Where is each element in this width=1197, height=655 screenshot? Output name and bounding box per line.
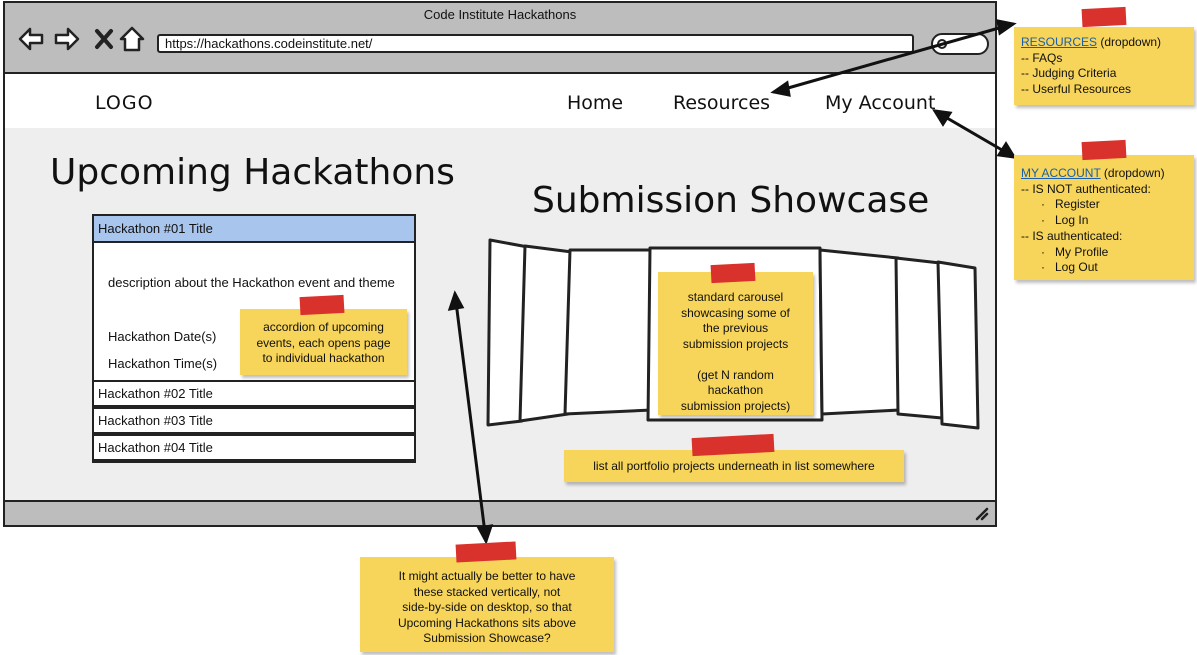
nav-my-account[interactable]: My Account xyxy=(825,92,936,114)
accordion-item-open[interactable]: Hackathon #01 Title xyxy=(94,216,414,243)
note-line: -- IS authenticated: xyxy=(1021,228,1123,243)
note-line: list all portfolio projects underneath i… xyxy=(593,459,875,473)
home-icon[interactable] xyxy=(118,25,146,53)
note-bullet: · My Profile xyxy=(1041,244,1109,259)
note-bullet: · Register xyxy=(1041,197,1100,212)
bullet-text: Log In xyxy=(1055,213,1089,228)
note-line: -- IS NOT authenticated: xyxy=(1021,181,1151,196)
note-line: these stacked vertically, not xyxy=(413,584,561,599)
note-tape xyxy=(299,294,345,316)
note-line: -- FAQs xyxy=(1021,50,1063,65)
arrowhead-layout-b xyxy=(476,524,494,545)
arrowhead-resources-a xyxy=(770,80,791,97)
note-line: events, each opens page xyxy=(256,335,391,350)
accordion-item-2[interactable]: Hackathon #02 Title xyxy=(92,380,416,407)
note-line: the previous xyxy=(702,321,769,335)
address-bar[interactable]: https://hackathons.codeinstitute.net/ xyxy=(157,34,914,53)
showcase-heading: Submission Showcase xyxy=(532,180,930,221)
resize-grip-icon[interactable] xyxy=(975,507,989,521)
note-line: side-by-side on desktop, so that xyxy=(402,600,572,614)
note-line: Submission Showcase? xyxy=(423,631,551,645)
close-icon[interactable] xyxy=(91,25,119,53)
dropdown-suffix: (dropdown) xyxy=(1097,35,1162,49)
note-line: standard carousel xyxy=(687,290,784,304)
accordion-item-body: description about the Hackathon event an… xyxy=(94,243,414,381)
note-layout: It might actually be better to have thes… xyxy=(360,541,614,652)
hackathon-time: Hackathon Time(s) xyxy=(108,356,218,371)
note-tape xyxy=(710,262,756,284)
bullet-text: Register xyxy=(1055,197,1100,212)
hackathon-description: description about the Hackathon event an… xyxy=(108,275,395,290)
note-line: It might actually be better to have xyxy=(398,569,576,583)
note-bullet: · Log In xyxy=(1041,213,1089,228)
note-line: -- Judging Criteria xyxy=(1021,66,1117,80)
note-portfolio: list all portfolio projects underneath i… xyxy=(564,433,904,482)
note-account: MY ACCOUNT (dropdown) -- IS NOT authenti… xyxy=(1014,139,1194,280)
arrowhead-layout-a xyxy=(447,290,465,311)
arrow-resources xyxy=(772,22,1015,94)
arrowhead-resources-b xyxy=(996,19,1017,36)
note-title-row: MY ACCOUNT (dropdown) xyxy=(1021,166,1194,182)
upcoming-heading: Upcoming Hackathons xyxy=(50,152,455,193)
accordion-item-3[interactable]: Hackathon #03 Title xyxy=(92,407,416,434)
navbar: LOGO Home Resources My Account xyxy=(5,74,995,128)
note-line: -- Userful Resources xyxy=(1021,81,1132,96)
bullet-text: My Profile xyxy=(1055,244,1109,259)
note-line: submission projects) xyxy=(680,398,791,413)
bullet-text: Log Out xyxy=(1055,260,1098,275)
logo[interactable]: LOGO xyxy=(95,92,154,114)
note-accordion: accordion of upcoming events, each opens… xyxy=(240,294,407,375)
note-line: submission projects xyxy=(682,336,789,351)
dropdown-suffix: (dropdown) xyxy=(1100,166,1165,180)
arrowhead-account-b xyxy=(996,141,1017,159)
nav-home[interactable]: Home xyxy=(567,92,624,114)
note-line xyxy=(658,352,813,368)
nav-resources[interactable]: Resources xyxy=(673,92,771,114)
note-tape xyxy=(1081,6,1127,28)
note-line: Upcoming Hackathons sits above xyxy=(397,615,577,630)
note-carousel: standard carousel showcasing some of the… xyxy=(658,262,813,415)
resources-dropdown-title[interactable]: RESOURCES xyxy=(1021,35,1098,49)
forward-arrow-icon[interactable] xyxy=(53,25,81,53)
hackathon-date: Hackathon Date(s) xyxy=(108,329,217,344)
note-tape xyxy=(455,541,517,563)
note-resources: RESOURCES (dropdown) -- FAQs -- Judging … xyxy=(1014,6,1194,105)
note-line: (get N random xyxy=(697,367,774,382)
accordion-item-4[interactable]: Hackathon #04 Title xyxy=(92,434,416,461)
note-bullet: · Log Out xyxy=(1041,260,1098,275)
note-line: showcasing some of xyxy=(681,305,790,320)
note-tape xyxy=(1081,139,1127,161)
carousel-slide-left-3 xyxy=(563,248,654,416)
carousel-slide-right-1 xyxy=(936,260,980,430)
arrowhead-account-a xyxy=(932,109,953,127)
note-line: to individual hackathon xyxy=(262,351,385,365)
arrow-layout xyxy=(453,292,488,543)
note-line: hackathon xyxy=(707,383,764,397)
back-arrow-icon[interactable] xyxy=(17,25,45,53)
carousel-slide-right-2 xyxy=(894,256,944,420)
note-line: accordion of upcoming xyxy=(263,320,384,334)
note-tape xyxy=(691,433,775,457)
note-title-row: RESOURCES (dropdown) xyxy=(1021,35,1194,51)
carousel-slide-right-3 xyxy=(818,248,902,416)
window-title: Code Institute Hackathons xyxy=(423,7,577,22)
account-dropdown-title[interactable]: MY ACCOUNT xyxy=(1021,166,1101,180)
